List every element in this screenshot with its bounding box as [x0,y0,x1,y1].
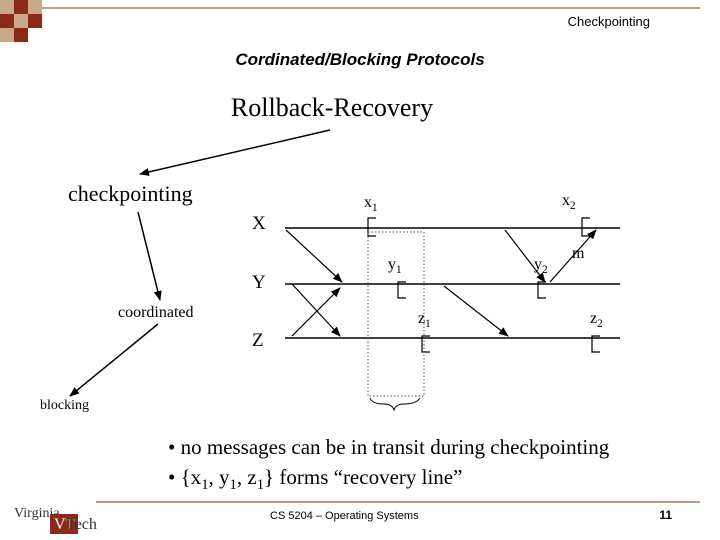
checkpoint-x1-marker [367,217,376,237]
bullet-subscript: 1 [201,477,209,494]
slide-subtitle: Rollback-Recovery [230,93,434,122]
checkpoint-x1-letter: x [364,194,372,211]
corner-decoration [0,0,42,42]
arrow-coordinated-to-blocking [69,323,159,397]
checkpoint-y1-label: y1 [388,256,402,276]
message-x-to-y-after [504,229,546,283]
logo-vt-box: VT [50,514,78,534]
checkpoint-z1-marker [421,335,430,353]
checkpoint-y2-index: 2 [542,264,548,277]
checkpoint-x2-marker [581,217,590,237]
checkpoint-z2-marker [591,335,600,353]
checkpoint-y2-label: y2 [534,256,548,276]
arrow-rollback-to-checkpointing [139,129,331,176]
virginia-tech-logo: Virginia VT Tech [14,506,97,536]
bullet-subscript: 1 [229,477,237,494]
checkpoint-y1-marker [397,281,406,299]
bullet-text: , y [208,465,230,489]
bullet-text: } forms “recovery line” [264,465,463,489]
bullet-recovery-line: • {x1, y1, z1} forms “recovery line” [168,462,609,500]
checkpoint-y1-index: 1 [396,264,402,277]
checkpoint-z2-letter: z [590,310,598,327]
checkpoint-x1-label: x1 [364,194,378,214]
corner-square [28,0,42,14]
message-m-label: m [572,245,585,262]
slide-title: Cordinated/Blocking Protocols [235,50,485,69]
page-number: 11 [659,508,672,522]
checkpoint-z2-index: 2 [597,318,603,331]
message-m-y-to-x [549,229,597,283]
checkpoint-y1-letter: y [388,256,396,273]
bullet-text: • {x [168,465,202,489]
message-x-to-y [285,229,343,283]
process-z-label: Z [252,330,264,351]
blocking-label: blocking [40,398,89,413]
recovery-line-box [367,231,425,397]
bullet-in-transit: • no messages can be in transit during c… [168,435,610,459]
recovery-line-brace [369,397,421,412]
corner-square [14,14,28,28]
logo-vt-text: VT [54,516,76,533]
checkpointing-label: checkpointing [68,181,193,206]
checkpoint-z2-label: z2 [590,310,603,330]
footer-course: CS 5204 – Operating Systems [270,510,419,522]
checkpoint-z1-index: 1 [425,318,431,331]
checkpoint-x2-label: x2 [562,192,576,212]
checkpoint-x2-index: 2 [570,200,576,213]
section-header: Checkpointing [567,14,650,29]
message-z-to-y [291,287,341,337]
logo-virginia-text: Virginia [14,506,60,521]
corner-square [14,0,28,14]
checkpoint-z1-letter: z [418,310,426,327]
corner-square [0,28,14,42]
corner-square [0,0,14,14]
checkpoint-x2-letter: x [562,192,570,209]
process-y-label: Y [252,272,266,293]
bullet-text: , z [236,465,257,489]
bullet-subscript: 1 [256,477,265,494]
bullet-list: • no messages can be in transit during c… [168,432,609,500]
checkpoint-x1-index: 1 [372,202,378,215]
process-x-label: X [252,213,266,234]
message-y-to-z [291,283,341,337]
checkpoint-y2-marker [537,281,546,299]
arrow-checkpointing-to-coordinated [137,211,162,301]
corner-square [28,14,42,28]
corner-square [0,14,14,28]
message-y-to-z-after [443,285,509,337]
checkpoint-y2-letter: y [534,256,542,273]
logo-tech-text: Tech [66,516,97,533]
coordinated-label: coordinated [118,304,194,321]
corner-square [14,28,28,42]
checkpoint-z1-label: z1 [418,310,431,330]
